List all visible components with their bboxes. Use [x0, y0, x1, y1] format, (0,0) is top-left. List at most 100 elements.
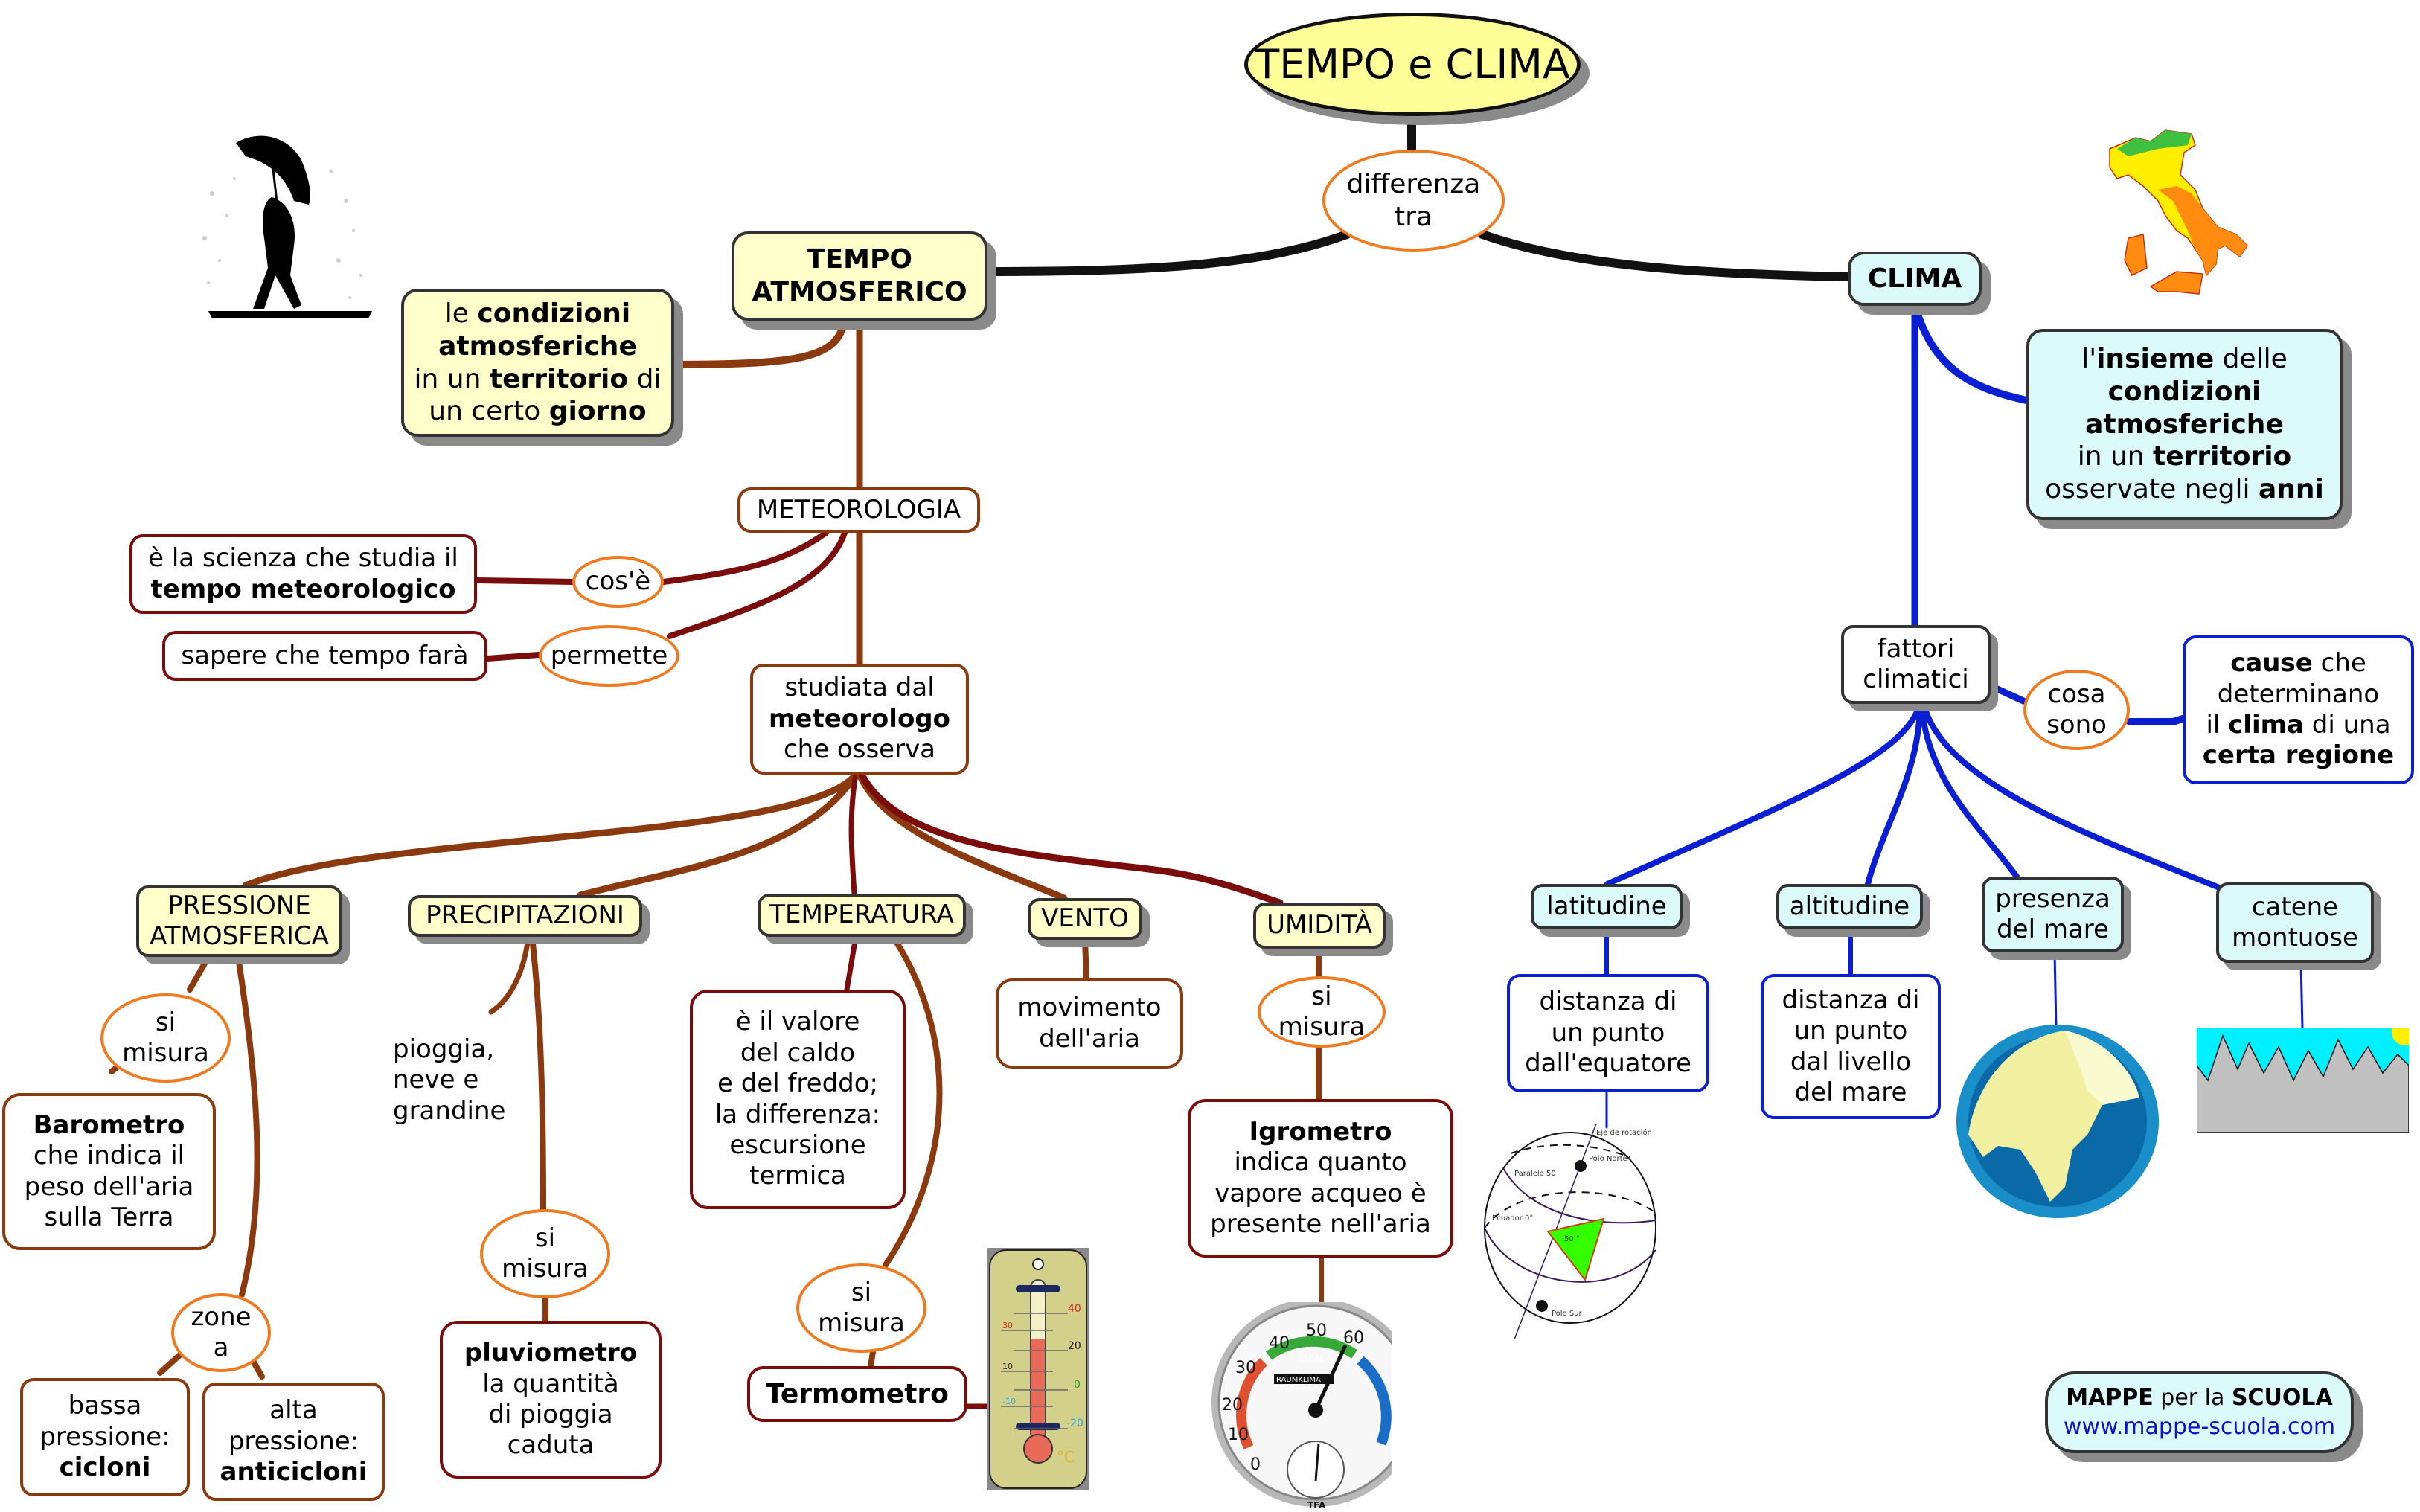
link-label-umidita-simisura: si misura — [1258, 976, 1386, 1048]
category-vento[interactable]: VENTO — [1028, 898, 1142, 940]
category-precipitazioni[interactable]: PRECIPITAZIONI — [408, 895, 642, 937]
precipitazioni-types: pioggia, neve e grandine — [393, 1034, 506, 1126]
link-label-difference: differenza tra — [1322, 150, 1505, 252]
link-pressione-zone — [235, 954, 260, 1298]
link-label-cosasono: cosa sono — [2023, 670, 2130, 750]
alta-pressione-box: alta pressione: anticicloni — [202, 1383, 385, 1501]
factor-mare[interactable]: presenza del mare — [1982, 877, 2124, 952]
gauge-tick-10: 10 — [1228, 1426, 1249, 1444]
link-studiata-pressione — [242, 771, 860, 889]
footer-brand-box[interactable]: MAPPE per la SCUOLA www.mappe-scuola.com — [2045, 1371, 2354, 1453]
link-pressione-simisura — [187, 954, 211, 993]
hygrometer-image: IDEAL RAUMKLIMA 0 10 20 30 40 50 60 TFA — [1211, 1302, 1392, 1511]
footer-brand-mid: per la — [2153, 1385, 2232, 1411]
link-fattori-cosasono — [1992, 685, 2027, 705]
link-permette-sapere — [484, 652, 542, 662]
link-meteorologia-permette — [667, 530, 848, 639]
link-label-pressione-simisura: si misura — [100, 993, 231, 1083]
cause-box-text: cause che determinano il clima di una ce… — [2203, 648, 2394, 772]
link-precipitazioni-simisura — [529, 934, 546, 1212]
scienza-box: è la scienza che studia il tempo meteoro… — [129, 534, 477, 614]
text-run: in un — [2077, 441, 2145, 472]
link-clima-definition — [1913, 309, 2030, 404]
concept-clima[interactable]: CLIMA — [1848, 252, 1982, 306]
scienza-box-text: è la scienza che studia il tempo meteoro… — [148, 543, 458, 605]
bold-run: cause — [2230, 648, 2313, 679]
factor-altitudine[interactable]: altitudine — [1776, 884, 1923, 929]
tempo-definition-box: le condizioni atmosferiche in un territo… — [401, 289, 674, 437]
pluviometro-box-text: pluviometro la quantità di pioggia cadut… — [464, 1338, 637, 1461]
sapere-text: sapere che tempo farà — [181, 640, 469, 670]
studiata-box: studiata dal meteorologo che osserva — [750, 664, 969, 775]
link-label-temperatura-simisura: si misura — [796, 1263, 926, 1353]
link-label-cosasono-text: cosa sono — [2046, 679, 2107, 740]
bold-run: insieme — [2096, 343, 2215, 374]
meteorologia-label: METEOROLOGIA — [756, 494, 961, 525]
meteorologia-node[interactable]: METEOROLOGIA — [737, 487, 980, 533]
category-pressione[interactable]: PRESSIONE ATMOSFERICA — [136, 885, 342, 957]
text-run: che determinano il — [2206, 648, 2380, 740]
thermo-tick-10: 10 — [1002, 1362, 1013, 1371]
bold-run: pluviometro — [464, 1338, 638, 1368]
bold-run: meteorologo — [769, 703, 950, 734]
latitude-sphere-image: Eje de rotación Polo Norte Paralelo 50 E… — [1484, 1124, 1656, 1340]
bassa-pressione-box-text: bassa pressione: cicloni — [39, 1391, 170, 1483]
factor-catene[interactable]: catene montuose — [2216, 882, 2374, 963]
link-label-cose-text: cos'è — [585, 566, 651, 597]
category-umidita[interactable]: UMIDITÀ — [1253, 903, 1386, 949]
link-label-precipitazioni-simisura: si misura — [480, 1209, 610, 1298]
gauge-ideal-label: IDEAL — [1299, 1354, 1325, 1364]
altitudine-definition-box: distanza di un punto dal livello del mar… — [1761, 974, 1941, 1119]
bold-run: condizioni atmosferiche — [2085, 376, 2284, 440]
alta-pressione-box-text: alta pressione: anticicloni — [220, 1395, 368, 1487]
concept-clima-label: CLIMA — [1867, 263, 1962, 294]
footer-url-link[interactable]: www.mappe-scuola.com — [2063, 1414, 2336, 1440]
link-meteorologia-cose — [661, 530, 829, 585]
gauge-tick-50: 50 — [1306, 1322, 1327, 1340]
sphere-label-north: Polo Norte — [1589, 1155, 1627, 1163]
gauge-tick-60: 60 — [1343, 1329, 1364, 1348]
link-mare-globe — [2053, 951, 2058, 1028]
thermo-tick-20: 20 — [1068, 1340, 1081, 1352]
text-run: che osserva — [783, 734, 936, 765]
concept-tempo-atmosferico[interactable]: TEMPO ATMOSFERICO — [732, 231, 987, 321]
bold-run: certa regione — [2202, 740, 2395, 771]
clima-definition-box: l'insieme delle condizioni atmosferiche … — [2026, 329, 2343, 520]
bold-run: territorio — [2153, 441, 2292, 472]
sphere-label-axis: Eje de rotación — [1596, 1128, 1652, 1137]
bold-run: clima — [2228, 710, 2304, 740]
factor-latitudine[interactable]: latitudine — [1531, 884, 1683, 929]
fattori-climatici-label: fattori climatici — [1863, 633, 1969, 694]
fattori-climatici-node[interactable]: fattori climatici — [1841, 625, 1991, 704]
footer-brand-scuola: SCUOLA — [2231, 1385, 2333, 1411]
link-studiata-precipitazioni — [577, 771, 860, 899]
sphere-label-angle: 50 ° — [1564, 1235, 1580, 1243]
link-label-zone-text: zone a — [191, 1301, 252, 1362]
earth-globe-image — [1956, 1025, 2159, 1218]
bold-run: territorio — [489, 363, 629, 394]
link-fattori-mare — [1918, 701, 2020, 880]
temperatura-definition-box: è il valore del caldo e del freddo; la d… — [690, 990, 906, 1209]
gauge-tick-0: 0 — [1250, 1455, 1261, 1474]
sphere-label-south: Polo Sur — [1552, 1310, 1583, 1318]
factor-mare-label: presenza del mare — [1995, 883, 2110, 944]
link-cosasono-cause — [2126, 715, 2186, 725]
bold-run: Igrometro — [1249, 1116, 1392, 1147]
link-difference-tempo — [983, 230, 1351, 276]
link-label-umidita-simisura-text: si misura — [1278, 981, 1366, 1042]
category-precipitazioni-label: PRECIPITAZIONI — [426, 900, 624, 931]
category-temperatura-label: TEMPERATURA — [769, 900, 954, 930]
text-run: di un certo — [429, 363, 662, 427]
sphere-label-equator: Ecuador 0° — [1492, 1214, 1533, 1223]
igrometro-box-text: Igrometro indica quanto vapore acqueo è … — [1210, 1117, 1431, 1240]
link-cose-scienza — [474, 577, 575, 585]
gauge-tick-20: 20 — [1222, 1396, 1243, 1415]
tempo-definition-box-text: le condizioni atmosferiche in un territo… — [414, 298, 662, 429]
link-simisura-termometro — [868, 1349, 876, 1369]
category-temperatura[interactable]: TEMPERATURA — [758, 894, 966, 937]
latitudine-definition-box: distanza di un punto dall'equatore — [1507, 974, 1709, 1092]
link-label-temperatura-simisura-text: si misura — [818, 1277, 905, 1338]
link-label-precipitazioni-simisura-text: si misura — [502, 1223, 589, 1284]
link-catene-mountains — [2299, 961, 2304, 1030]
